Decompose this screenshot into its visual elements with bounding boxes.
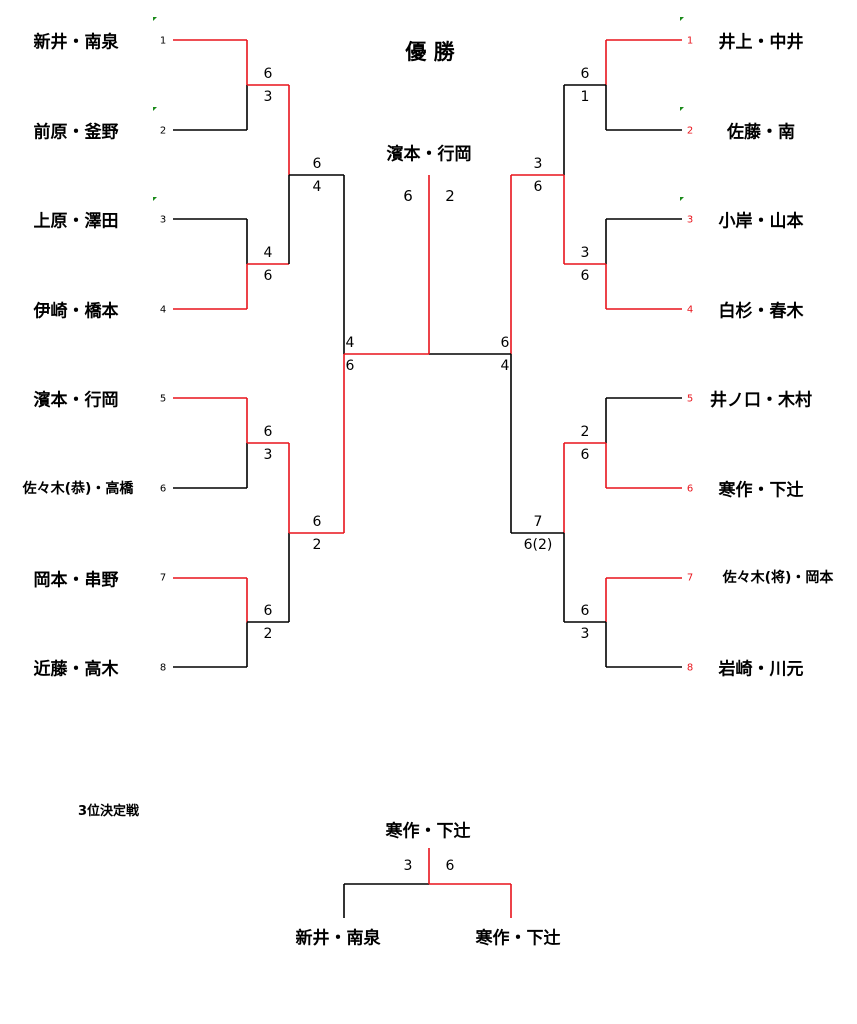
left-seed: 3 [159, 214, 167, 226]
match-score: 2 [580, 424, 590, 440]
left-seed: 1 [159, 35, 167, 47]
right-seed: 3 [686, 214, 694, 226]
champion-name: 濱本・行岡 [386, 144, 472, 165]
match-score: 3 [263, 447, 273, 463]
match-score: 6 [580, 447, 590, 463]
third-place-left-name: 新井・南泉 [295, 928, 381, 949]
right-seed: 7 [686, 572, 694, 584]
match-score: 6 [580, 66, 590, 82]
left-seed: 5 [159, 393, 167, 405]
match-score: 6 [312, 514, 322, 530]
third-place-right-name: 寒作・下辻 [475, 928, 561, 949]
match-score: 3 [263, 89, 273, 105]
right-team-name: 佐藤・南 [727, 122, 795, 143]
match-score: 4 [263, 245, 273, 261]
match-score: 6 [580, 603, 590, 619]
match-score: 6 [263, 603, 273, 619]
match-score: 3 [533, 156, 543, 172]
right-team-name: 井上・中井 [718, 32, 804, 53]
marker-tick [680, 197, 684, 201]
left-team-name: 濱本・行岡 [33, 390, 119, 411]
match-score: 4 [345, 335, 355, 351]
final-score-right: 2 [445, 187, 455, 205]
match-score: 6(2) [523, 537, 553, 553]
marker-tick [153, 197, 157, 201]
left-team-name: 佐々木(恭)・高橋 [22, 481, 134, 497]
left-seed: 2 [159, 125, 167, 137]
left-team-name: 伊崎・橋本 [33, 301, 119, 322]
match-score: 6 [263, 424, 273, 440]
match-score: 6 [263, 268, 273, 284]
right-team-name: 佐々木(将)・岡本 [722, 570, 834, 586]
match-score: 3 [580, 626, 590, 642]
left-seed: 8 [159, 662, 167, 674]
match-score: 6 [345, 358, 355, 374]
right-seed: 6 [686, 483, 694, 495]
marker-tick [680, 17, 684, 21]
left-team-name: 上原・澤田 [33, 211, 119, 232]
third-place-label: 3位決定戦 [78, 804, 140, 819]
right-team-name: 白杉・春木 [718, 301, 804, 322]
match-score: 4 [500, 358, 510, 374]
right-team-name: 岩崎・川元 [718, 659, 804, 680]
final-score-left: 6 [403, 187, 413, 205]
right-team-name: 寒作・下辻 [718, 480, 804, 501]
right-team-name: 井ノ口・木村 [710, 390, 812, 411]
left-team-name: 岡本・串野 [33, 570, 119, 591]
match-score: 2 [263, 626, 273, 642]
match-score: 7 [533, 514, 543, 530]
left-seed: 4 [159, 304, 167, 316]
marker-tick [153, 17, 157, 21]
left-team-name: 前原・釜野 [33, 122, 119, 143]
match-score: 6 [580, 268, 590, 284]
third-place-score-left: 3 [403, 858, 413, 874]
left-seed: 6 [159, 483, 167, 495]
right-team-name: 小岸・山本 [718, 211, 804, 232]
match-score: 6 [263, 66, 273, 82]
third-place-score-right: 6 [445, 858, 455, 874]
marker-tick [680, 107, 684, 111]
right-seed: 8 [686, 662, 694, 674]
right-seed: 1 [686, 35, 694, 47]
right-seed: 2 [686, 125, 694, 137]
match-score: 6 [500, 335, 510, 351]
tournament-title: 優 勝 [405, 40, 455, 64]
match-score: 1 [580, 89, 590, 105]
right-seed: 5 [686, 393, 694, 405]
left-team-name: 近藤・高木 [33, 659, 119, 680]
match-score: 2 [312, 537, 322, 553]
right-seed: 4 [686, 304, 694, 316]
left-seed: 7 [159, 572, 167, 584]
match-score: 6 [533, 179, 543, 195]
match-score: 3 [580, 245, 590, 261]
left-team-name: 新井・南泉 [33, 32, 119, 53]
marker-tick [153, 107, 157, 111]
match-score: 4 [312, 179, 322, 195]
match-score: 6 [312, 156, 322, 172]
third-place-winner: 寒作・下辻 [385, 821, 471, 842]
